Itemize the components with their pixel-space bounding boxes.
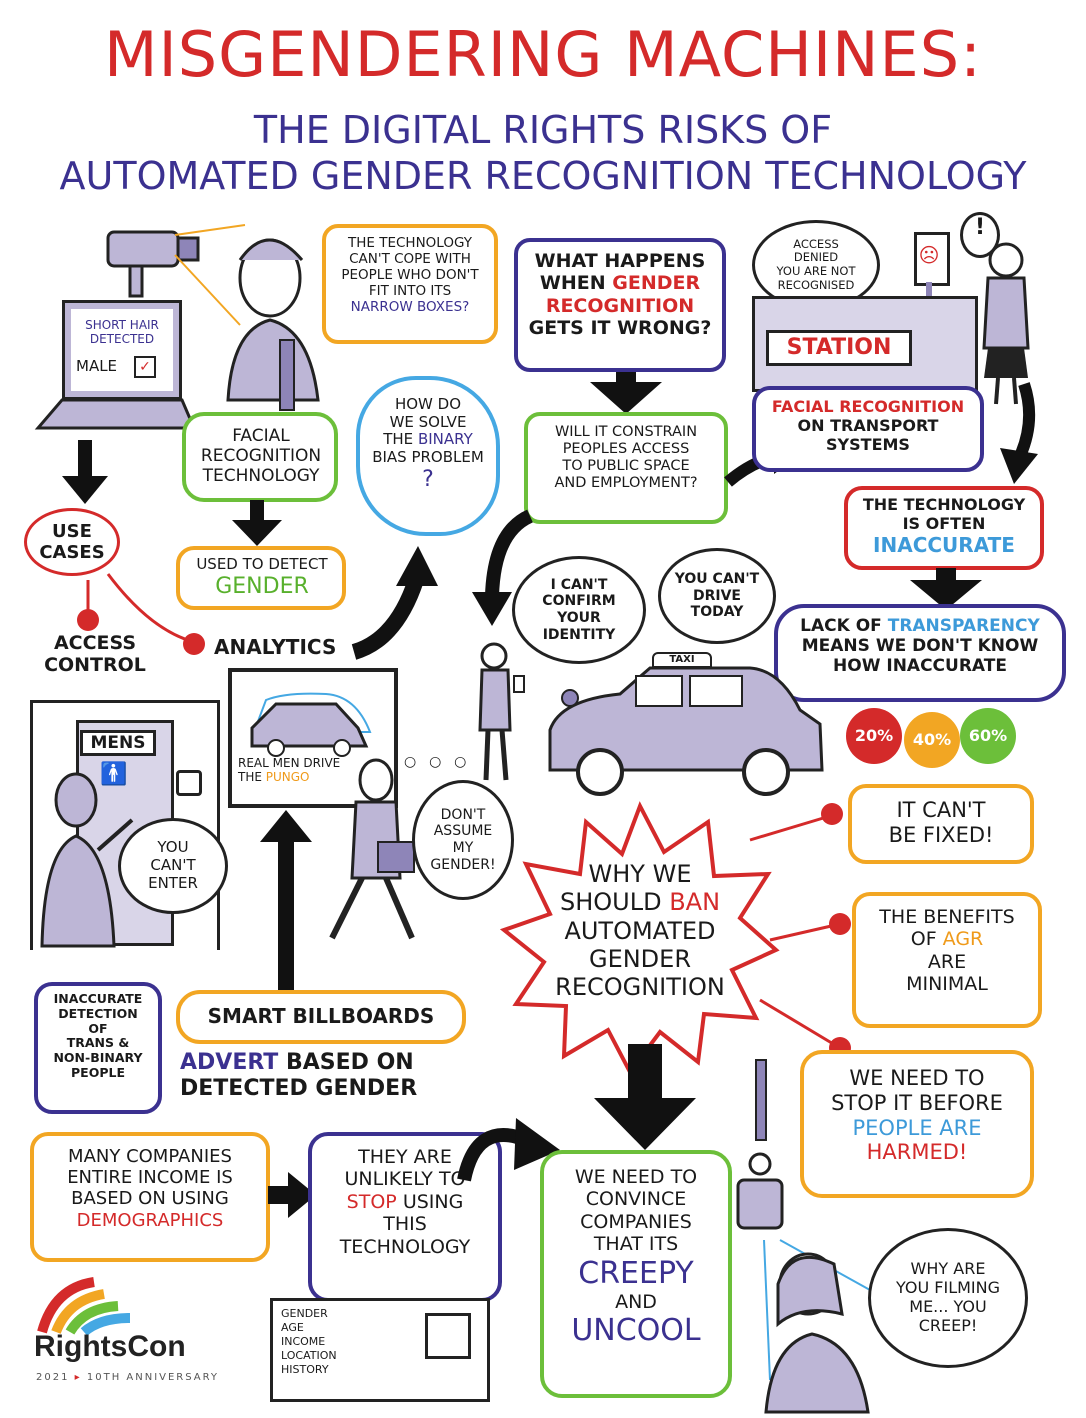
arrow-right-icon: [268, 1172, 316, 1218]
door-sensor-icon: [176, 770, 202, 796]
laptop-male-label: MALE: [76, 357, 118, 375]
arrow-down-icon: [62, 440, 108, 504]
checkbox-checked-icon: ✓: [134, 356, 156, 378]
camera-beam-lines: [174, 224, 246, 326]
id-photo-icon: [425, 1313, 471, 1359]
woman-figure: [226, 238, 320, 411]
curved-arrow-icon: [457, 1118, 560, 1182]
taxi-sign: TAXI: [652, 652, 712, 668]
cctv-camera-icon: [736, 1059, 784, 1230]
inaccurate-box: THE TECHNOLOGY IS OFTEN INACCURATE: [844, 486, 1044, 570]
curved-arrow-icon: [1000, 382, 1038, 484]
billboard-text: REAL MEN DRIVE THE PUNGO: [238, 756, 341, 785]
ban-connectors: [749, 803, 851, 1059]
walking-person-figure: [329, 758, 415, 940]
taxi-car: [548, 666, 824, 796]
mens-room-wall: [30, 700, 220, 950]
convince-box: WE NEED TO CONVINCE COMPANIES THAT ITS C…: [540, 1150, 732, 1398]
hooded-person-figure: [764, 1252, 870, 1414]
transparency-box: LACK OF TRANSPARENCY MEANS WE DON'T KNOW…: [774, 604, 1066, 702]
percent-60: 60%: [960, 708, 1016, 764]
station-sign-face: ☹: [914, 232, 950, 286]
exclaim-bubble: !: [960, 212, 1000, 258]
percent-20: 20%: [846, 708, 902, 764]
laptop-screen: [62, 300, 182, 400]
thought-dots: ○ ○ ○: [404, 754, 471, 770]
detect-gender-box: USED TO DETECT GENDER: [176, 546, 346, 610]
rightscon-logo-name: RightsCon: [34, 1330, 186, 1363]
page-subtitle-line1: THE DIGITAL RIGHTS RISKS OF: [253, 108, 833, 152]
stop-harm-box: WE NEED TO STOP IT BEFORE PEOPLE ARE HAR…: [800, 1050, 1034, 1198]
access-control-label: ACCESS CONTROL: [44, 632, 146, 677]
arrow-down-icon: [594, 1044, 696, 1150]
use-cases-bubble: USE CASES: [24, 508, 120, 576]
smart-billboards-box: SMART BILLBOARDS: [176, 990, 466, 1044]
percent-40: 40%: [904, 712, 960, 768]
station-sign: STATION: [766, 330, 912, 366]
rightscon-logo-icon: [37, 1277, 131, 1336]
benefits-box: THE BENEFITS OF AGR ARE MINIMAL: [852, 892, 1042, 1028]
use-cases-connectors: [77, 573, 205, 655]
arrow-down-icon: [232, 500, 282, 546]
person-long-hair-figure: [40, 772, 134, 948]
arrow-down-icon: [590, 372, 662, 414]
arrow-down-icon: [910, 568, 982, 610]
what-happens-box: WHAT HAPPENS WHEN GENDER RECOGNITION GET…: [514, 238, 726, 372]
curved-arrow-icon: [351, 546, 438, 660]
camera-icon: [106, 230, 200, 298]
curved-arrow-icon: [472, 509, 534, 626]
page-title: MISGENDERING MACHINES:: [104, 18, 982, 91]
billboard-car: [250, 692, 372, 757]
advert-text: ADVERT BASED ON DETECTED GENDER: [180, 1050, 418, 1101]
transport-box: FACIAL RECOGNITION ON TRANSPORT SYSTEMS: [752, 386, 984, 472]
arrow-up-icon: [260, 810, 312, 990]
laptop-base: [34, 398, 197, 430]
woman-phone-figure: [478, 642, 525, 781]
man-symbol-icon: 🚹: [100, 762, 128, 787]
person-standing-figure: [982, 242, 1030, 405]
rightscon-logo-tagline: 2021 ▸ 10TH ANNIVERSARY: [36, 1372, 220, 1383]
ban-text: WHY WE SHOULD BAN AUTOMATED GENDER RECOG…: [555, 860, 725, 1002]
page-subtitle-line2: AUTOMATED GENDER RECOGNITION TECHNOLOGY: [59, 154, 1027, 198]
analytics-label: ANALYTICS: [214, 635, 337, 659]
companies-box: MANY COMPANIES ENTIRE INCOME IS BASED ON…: [30, 1132, 270, 1262]
mens-sign: MENS: [80, 730, 156, 757]
binary-bias-cloud: HOW DO WE SOLVE THE BINARY BIAS PROBLEM …: [356, 376, 500, 536]
